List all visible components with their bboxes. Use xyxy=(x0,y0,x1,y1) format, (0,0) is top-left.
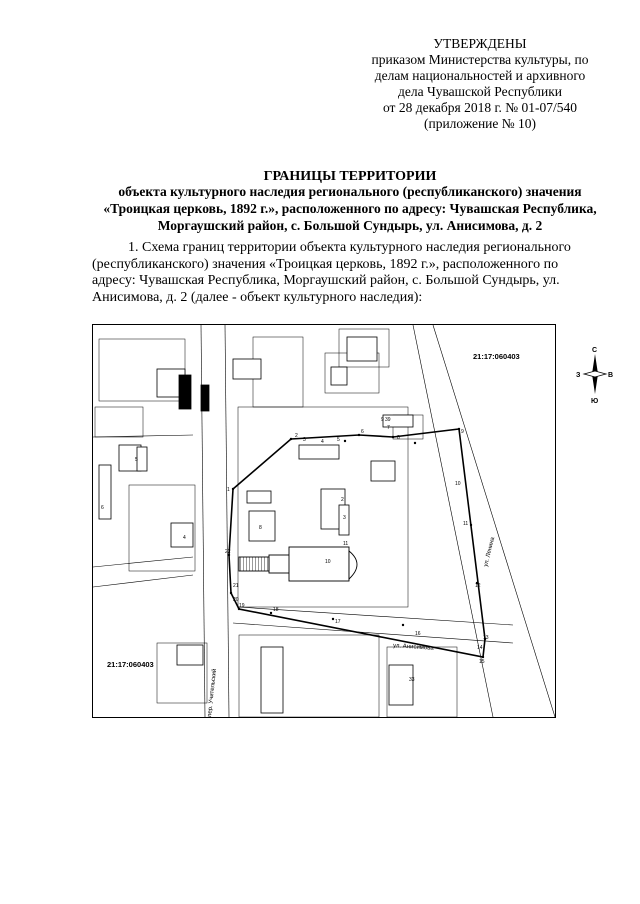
point-label: 1 xyxy=(227,487,230,493)
building-numbers: 1 2 3 4 5 6 8 9 10 11 33 39 xyxy=(101,379,415,683)
point-label: 4 xyxy=(321,439,324,445)
point-label: 21 xyxy=(233,583,239,589)
compass-south: Ю xyxy=(591,398,598,404)
compass-west: З xyxy=(576,372,581,379)
territory-boundary xyxy=(228,428,486,658)
point-label: 13 xyxy=(483,635,489,641)
approval-line: приказом Министерства культуры, по xyxy=(371,52,589,67)
body-paragraph: 1. Схема границ территории объекта культ… xyxy=(92,240,612,306)
point-label: 7 xyxy=(387,425,390,431)
point-label: 9 xyxy=(461,429,464,435)
cadastral-number: 21:17:060403 xyxy=(107,660,154,669)
compass-rose: С Ю З В xyxy=(572,344,618,405)
point-label: 6 xyxy=(361,429,364,435)
compass-east: В xyxy=(608,372,613,379)
subtitle-line: объекта культурного наследия регионально… xyxy=(118,184,582,199)
street-label: пер. Учительский xyxy=(206,668,218,717)
point-label: 20 xyxy=(233,597,239,603)
building-number: 6 xyxy=(101,505,104,511)
building-number: 4 xyxy=(183,535,186,541)
building-number: 8 xyxy=(259,525,262,531)
boundary-points xyxy=(227,427,487,659)
approval-block: УТВЕРЖДЕНЫ приказом Министерства культур… xyxy=(352,36,608,132)
point-label: 3 xyxy=(303,437,306,443)
buildings xyxy=(98,336,414,714)
point-label: 19 xyxy=(239,603,245,609)
paragraph-line: (республиканского) значения «Троицкая це… xyxy=(92,256,559,272)
building-number: 9 xyxy=(381,417,384,423)
compass-icon: С Ю З В xyxy=(576,347,613,405)
building-number: 5 xyxy=(135,457,138,463)
building-number: 3 xyxy=(343,515,346,521)
point-label: 5 xyxy=(337,437,340,443)
page-subtitle: объекта культурного наследия регионально… xyxy=(60,184,640,234)
point-label: 11 xyxy=(463,521,468,527)
point-label: 15 xyxy=(479,659,485,665)
page-title: ГРАНИЦЫ ТЕРРИТОРИИ xyxy=(263,169,437,184)
point-label: 12 xyxy=(475,583,481,589)
compass-north: С xyxy=(592,347,597,354)
paragraph-line: Анисимова, д. 2 (далее - объект культурн… xyxy=(92,289,423,305)
approval-line: делам национальностей и архивного xyxy=(374,68,586,83)
point-labels: 1 2 3 4 5 6 7 8 9 10 11 12 13 14 15 16 1… xyxy=(225,425,489,665)
approval-date: от 28 декабря 2018 г. № 01-07/540 xyxy=(382,100,578,115)
paragraph-line: адресу: Чувашская Республика, Моргаушски… xyxy=(92,273,560,289)
building-number: 10 xyxy=(325,559,331,565)
point-label: 8 xyxy=(397,435,400,441)
point-label: 18 xyxy=(273,607,279,613)
building-number: 1 xyxy=(185,379,188,385)
building-number: 39 xyxy=(385,417,391,423)
building-number: 2 xyxy=(341,497,344,503)
paragraph-line: 1. Схема границ территории объекта культ… xyxy=(128,240,571,255)
street-label: ул. Анисимова xyxy=(393,643,435,652)
approval-appendix: (приложение № 10) xyxy=(423,116,537,131)
point-label: 22 xyxy=(225,549,231,555)
point-label: 17 xyxy=(335,619,341,625)
point-label: 2 xyxy=(295,433,298,439)
approval-line: дела Чувашской Республики xyxy=(397,84,562,99)
point-label: 14 xyxy=(477,645,483,651)
point-label: 10 xyxy=(455,481,461,487)
boundary-map: 1 2 3 4 5 6 7 8 9 10 11 12 13 14 15 16 1… xyxy=(92,324,556,718)
street-label: ул. Ленина xyxy=(483,536,496,567)
map-drawing: 1 2 3 4 5 6 7 8 9 10 11 12 13 14 15 16 1… xyxy=(93,325,555,717)
church-building xyxy=(238,546,358,582)
subtitle-line: Моргаушский район, с. Большой Сундырь, у… xyxy=(157,217,543,233)
building-number: 11 xyxy=(343,541,348,547)
subtitle-line: «Троицкая церковь, 1892 г.», расположенн… xyxy=(103,200,597,216)
cadastral-number: 21:17:060403 xyxy=(473,352,520,361)
approval-heading: УТВЕРЖДЕНЫ xyxy=(433,36,527,51)
building-number: 33 xyxy=(409,677,415,683)
point-label: 16 xyxy=(415,631,421,637)
